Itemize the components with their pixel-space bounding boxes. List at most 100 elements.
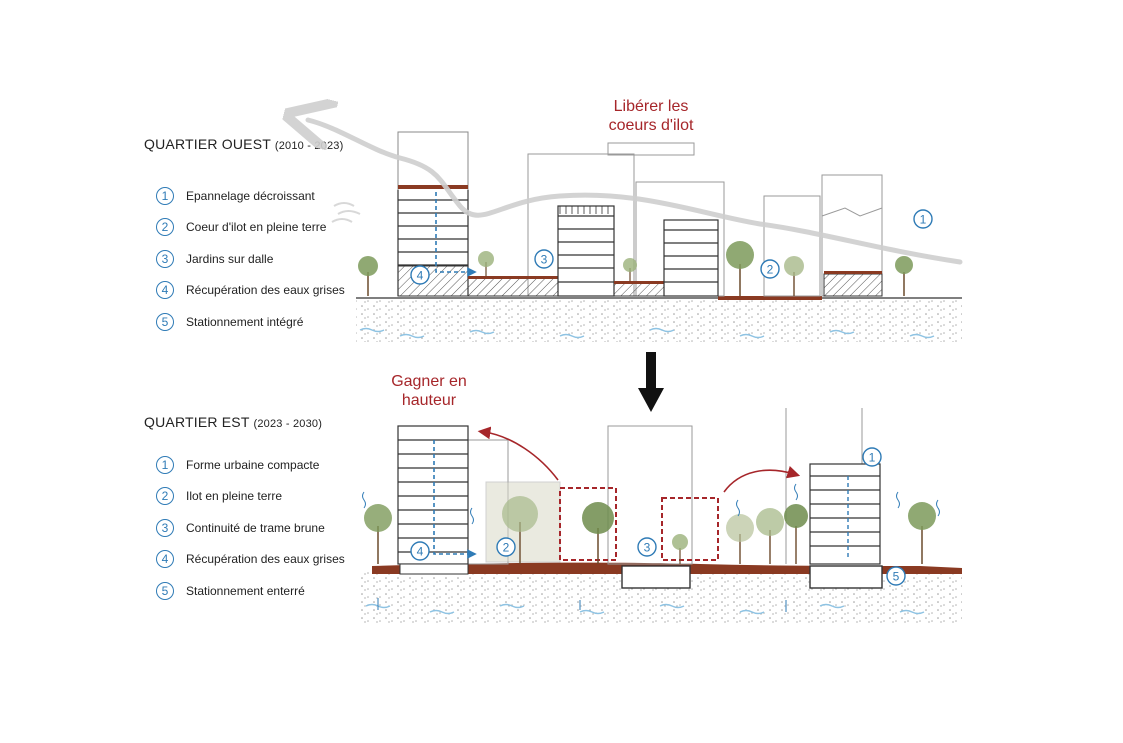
down-arrow-icon [638,352,664,412]
west-marker-3: 3 [534,249,554,269]
west-marker-3-label: 3 [541,253,548,267]
tree-icon [672,534,688,564]
east-marker-2-label: 2 [503,541,510,555]
east-legend-item: 4 Récupération des eaux grises [156,544,345,576]
tree-icon [908,502,936,564]
number-badge-icon: 2 [156,218,174,237]
east-marker-4-label: 4 [417,545,424,559]
east-tower-right [809,463,881,565]
east-title: QUARTIER EST (2023 - 2030) [144,414,322,430]
height-arrow-icon [723,466,801,493]
east-marker-1: 1 [862,447,882,467]
number-badge-icon: 1 [156,186,174,205]
tree-icon [582,502,614,564]
tree-icon [726,514,754,564]
number-badge-icon: 1 [156,455,174,474]
west-callout: Libérer les coeurs d'ilot [596,97,706,135]
west-title-text: QUARTIER OUEST [144,136,271,152]
west-marker-1: 1 [913,209,933,229]
east-legend-item: 1 Forme urbaine compacte [156,449,345,481]
legend-label: Jardins sur dalle [186,251,274,266]
number-badge-icon: 5 [156,581,174,600]
west-podium-garden [468,276,558,279]
east-marker-2: 2 [496,537,516,557]
east-legend-item: 2 Ilot en pleine terre [156,481,345,513]
west-marker-1-label: 1 [920,213,927,227]
tree-icon [364,504,392,564]
legend-label: Récupération des eaux grises [186,552,345,567]
east-marker-3: 3 [637,537,657,557]
east-callout-line1: Gagner en [391,373,467,390]
east-legend: 1 Forme urbaine compacte 2 Ilot en pleine … [156,449,345,607]
east-removed-volume [661,497,719,561]
west-low-block [823,273,883,297]
east-tower-parking [399,563,469,575]
east-legend-item: 3 Continuité de trame brune [156,512,345,544]
east-marker-5: 5 [886,566,906,586]
west-marker-4: 4 [410,265,430,285]
tree-icon [623,258,637,281]
height-arrow-icon [477,426,559,481]
east-marker-3-label: 3 [644,541,651,555]
legend-label: Forme urbaine compacte [186,457,320,472]
tree-icon [895,256,913,296]
west-podium [467,277,559,297]
number-badge-icon: 4 [156,550,174,569]
number-badge-icon: 2 [156,487,174,506]
west-slab-garden [613,282,665,297]
east-marker-4: 4 [410,541,430,561]
water-drop-icon [362,483,940,612]
west-legend-item: 1 Epannelage décroissant [156,180,345,212]
west-legend: 1 Epannelage décroissant 2 Coeur d'ilot en… [156,180,345,338]
wind-arrow-icon [308,120,963,265]
legend-label: Continuité de trame brune [186,520,325,535]
east-underground-parking-right [809,565,883,589]
legend-label: Ilot en pleine terre [186,489,283,504]
tree-icon [726,241,754,296]
east-trees [364,496,936,564]
west-marker-4-label: 4 [417,269,424,283]
east-tower-left [397,425,469,565]
west-legend-item: 3 Jardins sur dalle [156,243,345,275]
west-callout-line1: Libérer les [613,98,689,115]
west-legend-item: 5 Stationnement intégré [156,306,345,338]
east-underground-parking-left [621,565,691,589]
east-title-text: QUARTIER EST [144,414,250,430]
number-badge-icon: 5 [156,312,174,331]
west-marker-2-label: 2 [767,263,774,277]
east-callout-line2: hauteur [401,392,457,409]
west-building-right [663,219,719,297]
east-section [360,408,962,624]
east-marker-1-label: 1 [869,451,876,465]
west-section [308,120,963,342]
number-badge-icon: 3 [156,518,174,537]
east-period: (2023 - 2030) [253,418,323,430]
west-slab-soil [614,281,664,284]
west-trees [358,241,913,296]
tree-icon [478,251,494,276]
tree-icon [784,256,804,296]
legend-label: Epannelage décroissant [186,188,315,203]
legend-label: Stationnement intégré [186,314,304,329]
east-marker-5-label: 5 [893,570,900,584]
tree-icon [784,504,808,564]
west-water-traces [359,327,935,339]
number-badge-icon: 4 [156,281,174,300]
number-badge-icon: 3 [156,249,174,268]
tree-icon [358,256,378,296]
west-soil-layer [356,300,962,342]
west-mid-building [557,205,615,297]
legend-label: Coeur d'ilot en pleine terre [186,220,327,235]
east-callout: Gagner en hauteur [374,372,484,410]
east-greywater-path [433,440,477,559]
west-greywater-path [435,192,477,277]
east-legend-item: 5 Stationnement enterré [156,575,345,607]
east-removed-volume [559,487,617,561]
legend-label: Récupération des eaux grises [186,283,345,298]
legend-label: Stationnement enterré [186,583,305,598]
tree-icon [756,508,784,564]
west-ground-strip [718,296,822,300]
west-legend-item: 4 Récupération des eaux grises [156,275,345,307]
wind-arrow-icon [331,202,361,223]
